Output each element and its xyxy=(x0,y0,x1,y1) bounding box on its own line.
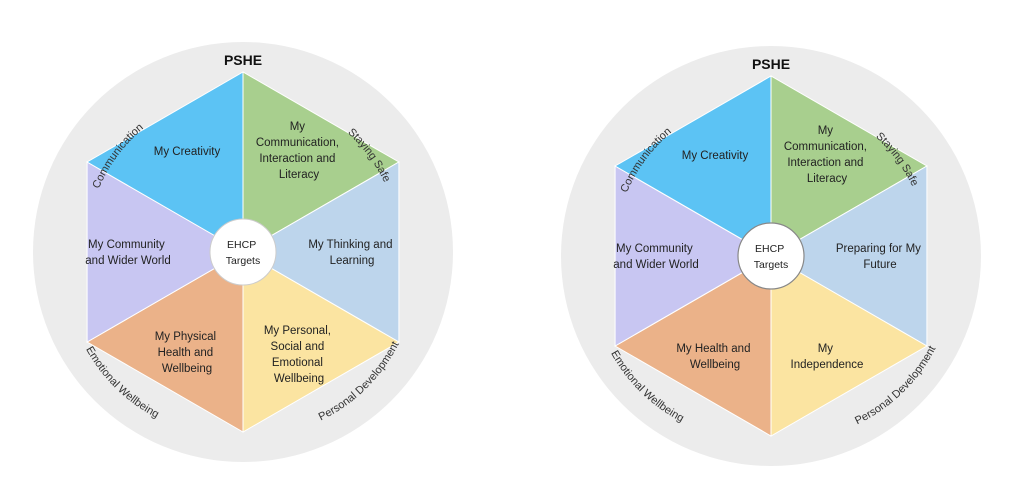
center-label-line: Targets xyxy=(226,255,260,267)
segment-creativity xyxy=(86,71,244,253)
wheel-title: PSHE xyxy=(224,52,262,68)
wheel-left: PSHE EHCP Targets My Communication, Inte… xyxy=(33,42,453,462)
segment-creativity xyxy=(614,75,772,257)
segment-label-communication: My Communication, Interaction and Litera… xyxy=(256,121,342,181)
segment-label-health: My Physical Health and Wellbeing xyxy=(155,331,220,375)
center-label-line: Targets xyxy=(754,259,788,271)
wheel-title: PSHE xyxy=(752,56,790,72)
segment-label-personal: My Independence xyxy=(791,343,864,371)
segment-label-community: My Community and Wider World xyxy=(613,243,698,271)
wheel-right: PSHE EHCP Targets My Communication, Inte… xyxy=(561,46,981,466)
center-label-line: EHCP xyxy=(227,239,256,251)
center-circle xyxy=(737,222,805,290)
segment-label-creativity: My Creativity xyxy=(682,150,749,162)
segment-label-communication: My Communication, Interaction and Litera… xyxy=(784,125,870,185)
center-label-line: EHCP xyxy=(755,243,784,255)
segment-label-personal: My Personal, Social and Emotional Wellbe… xyxy=(264,325,334,385)
svg-text:EHCP Targets: EHCP Targets xyxy=(226,239,260,267)
segment-label-health: My Health and Wellbeing xyxy=(676,343,753,371)
segment-label-thinking: Preparing for My Future xyxy=(836,243,924,271)
svg-text:EHCP Targets: EHCP Targets xyxy=(754,243,788,271)
center-circle xyxy=(209,218,277,286)
segment-label-community: My Community and Wider World xyxy=(85,239,170,267)
segment-label-thinking: My Thinking and Learning xyxy=(308,239,395,267)
segment-label-creativity: My Creativity xyxy=(154,146,221,158)
